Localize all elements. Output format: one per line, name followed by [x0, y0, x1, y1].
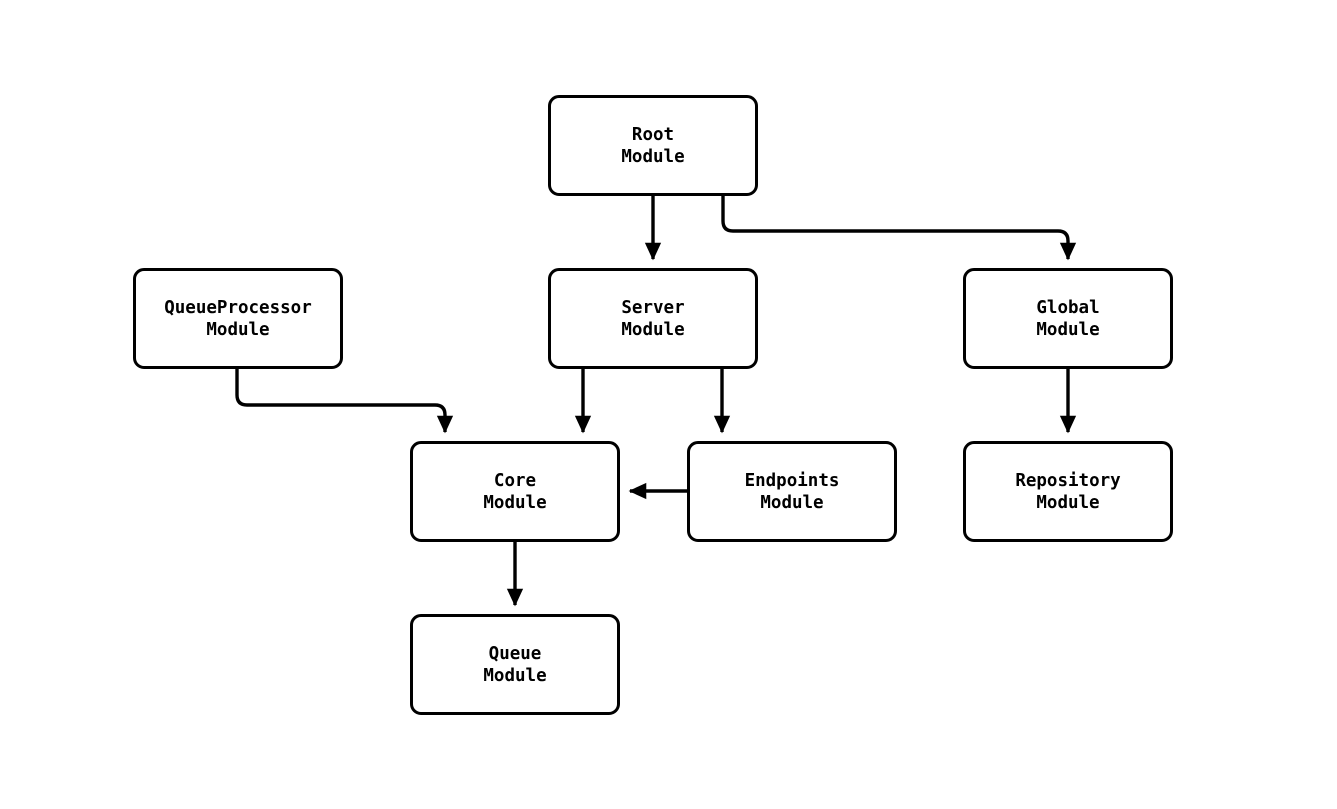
node-queue-module-label: Queue Module [483, 643, 547, 686]
edge-queueprocessor-to-core [235, 369, 454, 434]
node-core-module-label: Core Module [483, 470, 547, 513]
node-endpoints-module[interactable]: Endpoints Module [687, 441, 897, 542]
node-root-module-label: Root Module [621, 124, 685, 167]
node-repository-module-label: Repository Module [1015, 470, 1121, 513]
node-repository-module[interactable]: Repository Module [963, 441, 1173, 542]
node-endpoints-module-label: Endpoints Module [744, 470, 840, 513]
node-queue-module[interactable]: Queue Module [410, 614, 620, 715]
node-server-module-label: Server Module [621, 297, 685, 340]
node-queueprocessor-module-label: QueueProcessor Module [164, 297, 312, 340]
node-server-module[interactable]: Server Module [548, 268, 758, 369]
node-queueprocessor-module[interactable]: QueueProcessor Module [133, 268, 343, 369]
node-global-module[interactable]: Global Module [963, 268, 1173, 369]
node-core-module[interactable]: Core Module [410, 441, 620, 542]
node-root-module[interactable]: Root Module [548, 95, 758, 196]
edge-root-to-global [721, 196, 1077, 261]
node-global-module-label: Global Module [1036, 297, 1100, 340]
